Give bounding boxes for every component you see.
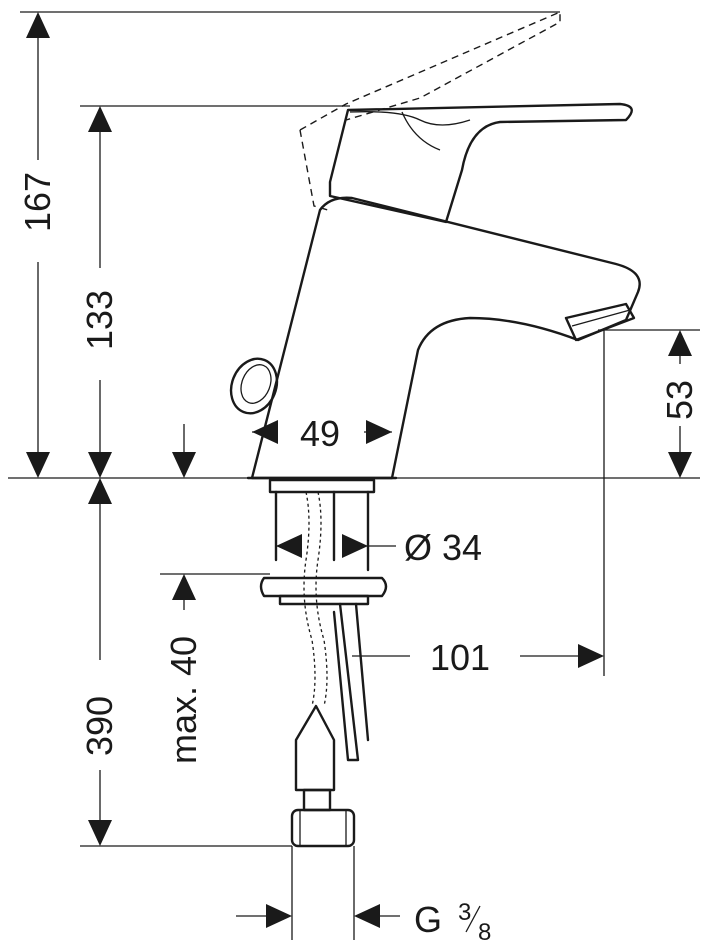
lever-handle xyxy=(328,102,633,224)
dim-total-height: 167 xyxy=(17,12,58,478)
hose-fitting xyxy=(290,704,356,848)
dim-thread-numerator: 3 xyxy=(458,899,471,926)
dim-projection: 101 xyxy=(352,637,604,678)
dim-thread-size: G 3 8 xyxy=(236,899,491,946)
dim-d34-label: Ø 34 xyxy=(404,527,482,568)
reference-lines xyxy=(8,11,700,940)
dim-spout-height: 133 xyxy=(79,106,120,478)
dim-53-label: 53 xyxy=(659,380,700,420)
dim-max40-label: max. 40 xyxy=(163,636,204,764)
dim-thread-denominator: 8 xyxy=(478,919,491,946)
dim-167-label: 167 xyxy=(17,172,58,232)
pop-up-knob xyxy=(229,357,279,415)
dim-max-counter-thickness: max. 40 xyxy=(163,424,204,764)
lever-open-position-dashed xyxy=(299,10,561,211)
dim-390-label: 390 xyxy=(79,696,120,756)
dim-hose-length: 390 xyxy=(79,478,120,846)
dim-101-label: 101 xyxy=(430,637,490,678)
dim-49-label: 49 xyxy=(300,413,340,454)
mounting-shank xyxy=(268,478,376,707)
dim-thread-prefix: G xyxy=(414,899,442,940)
dim-133-label: 133 xyxy=(79,290,120,350)
dim-outlet-height: 53 xyxy=(659,330,700,478)
dim-hole-diameter: Ø 34 xyxy=(276,527,482,568)
mounting-nut xyxy=(259,576,388,762)
dim-base-width: 49 xyxy=(252,413,392,454)
